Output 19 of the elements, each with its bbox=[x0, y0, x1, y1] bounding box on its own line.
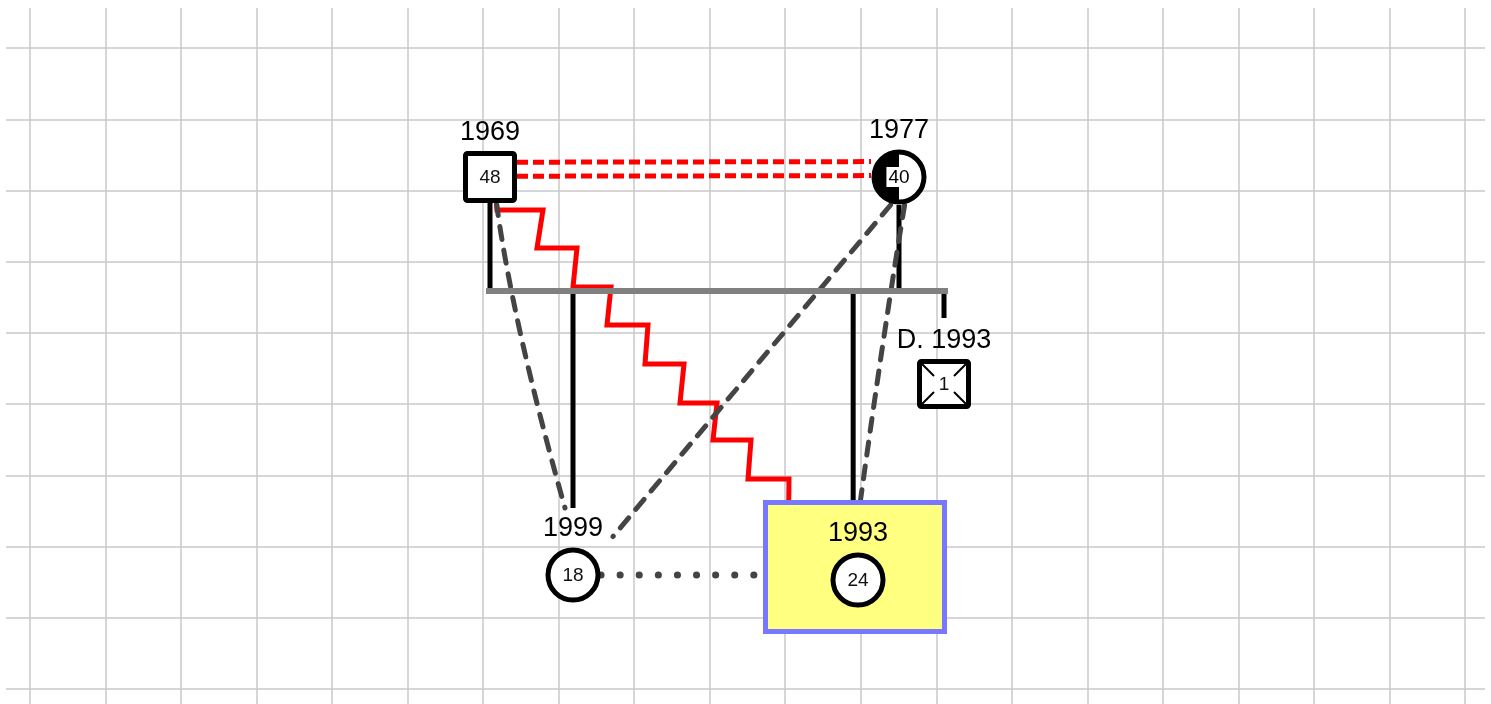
year-label: 1999 bbox=[542, 511, 604, 544]
age-label: 1 bbox=[937, 373, 951, 395]
double-dashed-relationship-line bbox=[514, 159, 874, 179]
age-label: 40 bbox=[886, 167, 912, 187]
year-label: 1969 bbox=[459, 115, 521, 148]
family-line bbox=[850, 291, 856, 500]
year-label: 1977 bbox=[868, 113, 930, 146]
family-line bbox=[896, 205, 902, 291]
age-label: 18 bbox=[561, 564, 585, 586]
age-label: 24 bbox=[846, 569, 870, 591]
age-label: 48 bbox=[478, 166, 502, 188]
family-line bbox=[941, 291, 947, 318]
dashed-relationship-line bbox=[610, 202, 894, 539]
year-label: 1993 bbox=[827, 516, 889, 549]
family-line bbox=[487, 203, 493, 291]
family-line bbox=[570, 291, 576, 508]
highlight-box bbox=[763, 500, 947, 634]
year-label: D. 1993 bbox=[896, 323, 992, 356]
dashed-relationship-line bbox=[494, 200, 568, 511]
